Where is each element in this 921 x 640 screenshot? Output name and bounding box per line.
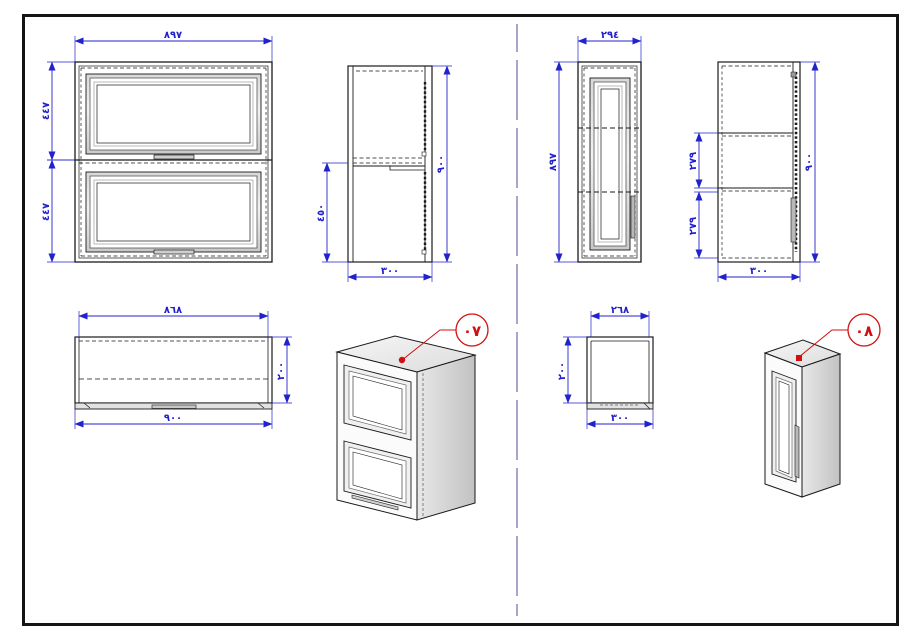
single-door-handle [630,195,636,239]
single-door-panel [589,77,631,251]
dim-top-single-height: ٢٠٠ [557,336,587,404]
view-side-two-door: ٩٠٠ ٤٥٠ ٣٠٠ [316,65,452,282]
balloon-leader-07 [398,329,458,364]
upper-door-handle [153,154,195,160]
dim-label-top-depth: ٢٠٠ [276,362,287,380]
dim-side-two-door-depth: ٣٠٠ [347,262,433,282]
view-side-single-door: ٩٠٠ ٢٧٩ ٢٧٩ ٣٠٠ [688,61,820,282]
dim-front-single-door-width: ٢٩٤ [577,30,642,62]
balloon-08[interactable]: ٠٨ [847,313,881,347]
dim-top-single-depth: ٣٠٠ [586,409,654,429]
dim-top-single-inner-width: ٢٦٨ [590,305,650,337]
dim-side-two-door-total-height: ٩٠٠ [432,65,452,263]
dim-label-side-single-total-height: ٩٠٠ [804,153,815,171]
balloon-07-label: ٠٧ [463,322,481,340]
iso-upper-door [343,364,412,459]
dim-side-single-depth: ٣٠٠ [717,262,801,282]
view-front-two-door: ٨٩٧ ٤٤٧ ٤٤٧ [41,30,273,263]
dim-front-two-door-lower-height: ٤٤٧ [41,159,75,263]
dim-label-top-single-inner-width: ٢٦٨ [611,305,629,316]
dim-side-single-lower-gap: ٢٧٩ [688,191,718,259]
dim-label-top-single-height: ٢٠٠ [557,362,568,380]
dim-label-side-single-lower-gap: ٢٧٩ [688,217,699,235]
balloon-leader-08 [796,329,848,361]
view-top-single-door: ٢٦٨ ٢٠٠ ٣٠٠ [557,305,654,429]
dim-label-single-front-width: ٢٩٤ [601,30,619,41]
dim-front-two-door-upper-height: ٤٤٧ [41,61,75,161]
iso-lower-handle [351,494,399,511]
sheet-border [22,14,899,626]
dim-side-single-upper-gap: ٢٧٩ [688,132,718,189]
lower-door-handle [153,249,195,255]
dim-label-side-total-height: ٩٠٠ [436,155,447,173]
dim-label-side-partial-height: ٤٥٠ [316,204,327,222]
lower-door-panel [85,171,262,255]
dim-top-two-door-inner-width: ٨٦٨ [78,305,269,337]
dim-side-single-door-total-height: ٩٠٠ [800,61,820,263]
dim-label-top-inner-width: ٨٦٨ [164,305,182,316]
upper-door-panel [85,73,262,160]
dim-label-front-upper-height: ٤٤٧ [41,102,52,120]
dim-label-top-single-depth: ٣٠٠ [611,413,629,424]
view-top-two-door: ٨٦٨ ٢٠٠ ٩٠٠ [74,305,292,429]
dim-front-single-door-height: ٨٩٧ [548,61,578,263]
balloon-08-label: ٠٨ [855,322,873,340]
dim-top-two-door-depth: ٢٠٠ [272,336,292,404]
view-iso-single-door: ٠٨ [763,313,881,498]
dim-top-two-door-outer-width: ٩٠٠ [74,409,273,429]
iso-lower-door [343,440,412,511]
dim-label-front-width: ٨٩٧ [164,30,182,41]
iso-single-door [771,370,800,483]
dim-label-side-depth: ٣٠٠ [381,266,399,277]
dim-label-front-lower-height: ٤٤٧ [41,203,52,221]
dim-label-single-front-height: ٨٩٧ [548,153,559,171]
view-iso-two-door: ٠٧ [335,313,489,521]
view-front-single-door: ٢٩٤ ٨٩٧ [548,30,642,263]
balloon-07[interactable]: ٠٧ [455,313,489,347]
iso-single-handle [794,424,800,479]
dim-side-two-door-partial-height: ٤٥٠ [316,162,348,263]
plan-handle [151,404,197,409]
dim-label-side-single-depth: ٣٠٠ [750,266,768,277]
dim-front-two-door-width: ٨٩٧ [74,30,273,62]
dim-label-side-single-upper-gap: ٢٧٩ [688,152,699,170]
dim-label-top-outer-width: ٩٠٠ [164,413,182,424]
